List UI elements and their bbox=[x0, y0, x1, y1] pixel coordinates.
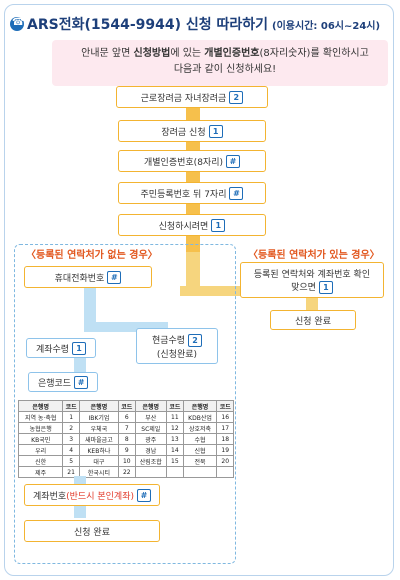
left-case-panel bbox=[14, 244, 236, 564]
branch-connector bbox=[180, 286, 280, 296]
key-icon: # bbox=[229, 186, 244, 200]
right-done: 신청 완료 bbox=[270, 310, 356, 330]
mobile-number-step: 휴대전화번호# bbox=[24, 266, 152, 288]
page-title: ARS전화(1544-9944) 신청 따라하기 bbox=[27, 17, 269, 33]
left-done: 신청 완료 bbox=[24, 520, 160, 542]
key-icon: 1 bbox=[318, 280, 333, 294]
branch-line bbox=[74, 356, 86, 372]
account-number-step: 계좌번호(반드시 본인계좌)# bbox=[24, 484, 160, 506]
arrow-down-icon bbox=[186, 144, 200, 151]
key-icon: # bbox=[136, 488, 151, 502]
instruction-text: 안내문 앞면 신청방법에 있는 개별인증번호(8자리숫자)를 확인하시고 다음과… bbox=[81, 48, 369, 75]
key-icon: 1 bbox=[208, 124, 223, 138]
flow-spine-lower bbox=[186, 252, 200, 292]
service-hours: (이용시간: 06시~24시) bbox=[272, 20, 381, 32]
branch-line bbox=[74, 476, 86, 484]
header: ARS전화(1544-9944) 신청 따라하기 (이용시간: 06시~24시) bbox=[10, 10, 380, 38]
branch-line bbox=[84, 288, 96, 332]
right-case-title: 〈등록된 연락처가 있는 경우〉 bbox=[248, 250, 380, 261]
step-4: 주민등록번호 뒤 7자리# bbox=[118, 182, 266, 204]
phone-icon bbox=[10, 17, 24, 31]
left-case-title: 〈등록된 연락처가 없는 경우〉 bbox=[26, 250, 158, 261]
instruction-banner: 안내문 앞면 신청방법에 있는 개별인증번호(8자리숫자)를 확인하시고 다음과… bbox=[52, 40, 388, 86]
step-3: 개별인증번호(8자리)# bbox=[118, 150, 266, 172]
key-icon: # bbox=[107, 270, 122, 284]
arrow-down-icon bbox=[186, 206, 200, 213]
key-icon: # bbox=[226, 154, 240, 168]
key-icon: 1 bbox=[72, 341, 87, 355]
right-connector bbox=[306, 298, 318, 310]
branch-line bbox=[74, 506, 86, 518]
arrow-down-icon bbox=[186, 174, 200, 181]
branch-line bbox=[90, 322, 168, 332]
key-icon: 2 bbox=[229, 90, 244, 104]
key-icon: 1 bbox=[211, 218, 226, 232]
bank-code-step: 은행코드# bbox=[28, 372, 98, 392]
arrow-down-icon bbox=[186, 110, 200, 117]
key-icon: 2 bbox=[188, 333, 203, 347]
key-icon: # bbox=[74, 375, 89, 389]
